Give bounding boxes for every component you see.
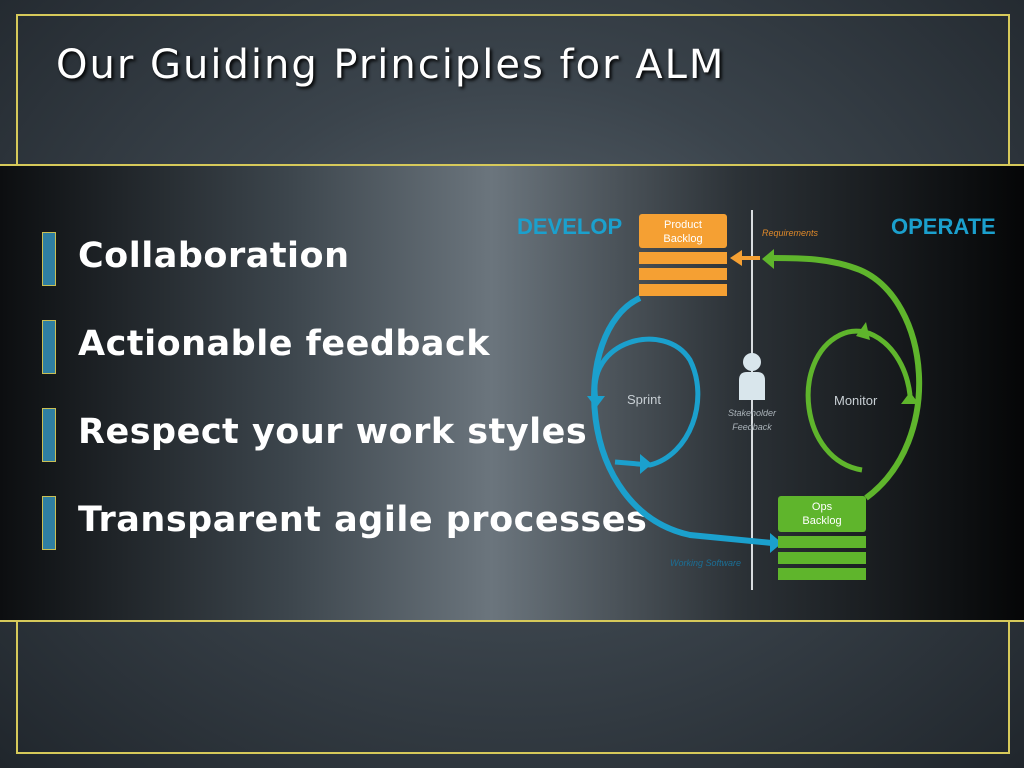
stakeholder-feedback-label-1: Stakeholder	[728, 408, 777, 418]
bullet-marker	[42, 408, 56, 462]
bullet-text: Transparent agile processes	[78, 500, 648, 540]
slide-title: Our Guiding Principles for ALM	[56, 42, 726, 88]
header-frame	[16, 14, 1010, 164]
monitor-label: Monitor	[834, 393, 878, 408]
operate-label: OPERATE	[891, 214, 996, 239]
working-software-flow	[591, 295, 773, 546]
ops-backlog-label-2: Backlog	[802, 515, 841, 527]
bullet-marker	[42, 320, 56, 374]
bullet-marker	[42, 232, 56, 286]
product-backlog: Product Backlog	[639, 214, 727, 296]
backlog-row	[639, 284, 727, 296]
backlog-row	[778, 552, 866, 564]
ops-backlog-header	[778, 496, 866, 532]
ops-backlog: Ops Backlog	[778, 496, 866, 580]
backlog-row	[639, 252, 727, 264]
stakeholder-feedback-label-2: Feedback	[732, 422, 772, 432]
arrow-icon	[770, 533, 782, 553]
footer-frame	[16, 622, 1010, 754]
product-backlog-label-1: Product	[664, 219, 702, 231]
requirements-label: Requirements	[762, 228, 819, 238]
bullet-text: Respect your work styles	[78, 412, 588, 452]
arrow-icon	[901, 392, 919, 404]
working-software-label: Working Software	[670, 558, 741, 568]
backlog-row	[639, 268, 727, 280]
backlog-row	[778, 536, 866, 548]
bullet-marker	[42, 496, 56, 550]
bullet-text: Collaboration	[78, 236, 350, 276]
sprint-loop	[592, 336, 701, 468]
develop-label: DEVELOP	[517, 214, 622, 239]
backlog-row	[778, 568, 866, 580]
person-icon	[739, 353, 765, 400]
product-backlog-label-2: Backlog	[663, 233, 702, 245]
product-backlog-header	[639, 214, 727, 248]
sprint-label: Sprint	[627, 392, 661, 407]
arrow-icon	[856, 322, 870, 340]
arrow-icon	[640, 454, 652, 474]
arrow-icon	[730, 250, 742, 266]
arrow-icon	[587, 396, 605, 408]
bullet-text: Actionable feedback	[78, 324, 491, 364]
monitor-loop	[805, 328, 913, 473]
requirements-flow	[771, 255, 923, 501]
arrow-icon	[762, 249, 774, 269]
ops-backlog-label-1: Ops	[812, 501, 833, 513]
